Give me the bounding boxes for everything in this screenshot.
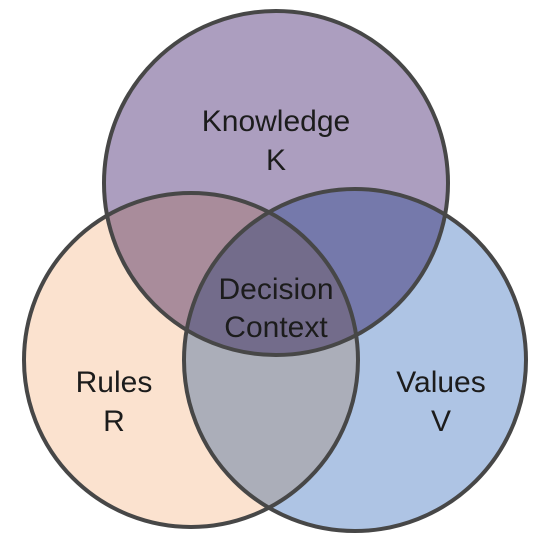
knowledge-circle [102, 9, 450, 357]
venn-labels: Knowledge K Decision Context Rules R Val… [76, 105, 486, 438]
values-symbol: V [431, 405, 451, 438]
center-label-line1: Decision [218, 273, 333, 306]
knowledge-symbol: K [266, 144, 286, 177]
venn-outlines [22, 9, 528, 533]
center-label-line2: Context [224, 311, 328, 344]
knowledge-label: Knowledge [202, 105, 350, 138]
venn-circles [24, 11, 526, 531]
rules-circle [22, 191, 360, 529]
rules-symbol: R [103, 405, 125, 438]
values-circle [182, 187, 528, 533]
values-circle-fill [184, 189, 526, 531]
rules-label: Rules [76, 366, 153, 399]
values-label: Values [396, 366, 486, 399]
